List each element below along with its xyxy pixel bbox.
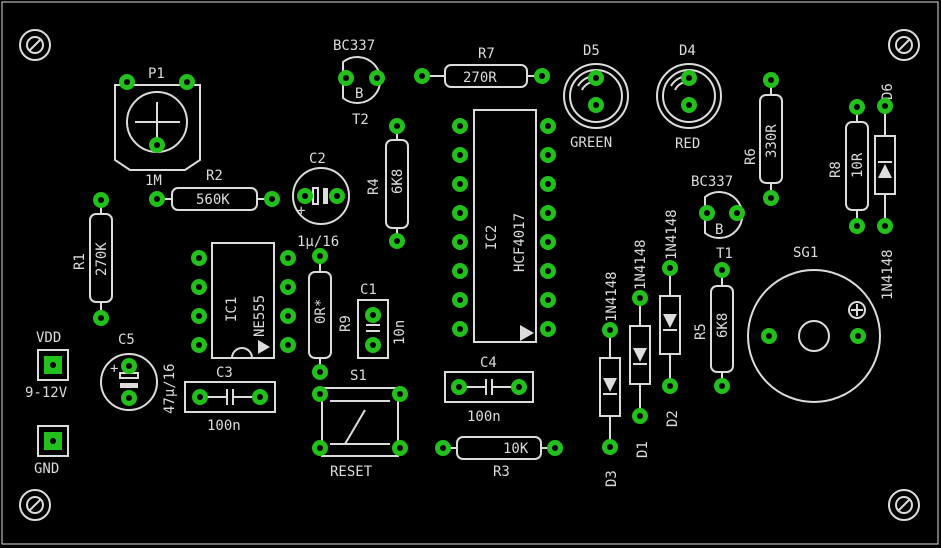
c3-value: 100n: [207, 418, 241, 434]
d4-label: D4: [679, 43, 696, 59]
ic1-label: IC1: [224, 297, 240, 322]
led-d4: D4 RED: [656, 43, 722, 152]
transistor-t2: BC337 B T2: [333, 38, 385, 128]
d4-color: RED: [675, 136, 700, 152]
resistor-r6: 330R R6: [743, 72, 783, 206]
resistor-r3: 10K R3: [435, 436, 563, 480]
s1-label: S1: [350, 368, 367, 384]
diode-d1: 1N4148 D1: [629, 239, 651, 458]
capacitor-c5: C5 + 47µ/16: [100, 332, 178, 414]
c5-plus: +: [110, 361, 118, 377]
d5-color: GREEN: [570, 135, 612, 151]
d1-part: 1N4148: [633, 239, 649, 290]
r1-value: 270K: [94, 242, 110, 276]
resistor-r8: 10R R8: [828, 99, 869, 234]
r1-label: R1: [72, 253, 88, 270]
capacitor-c4: C4 100n: [444, 355, 534, 425]
r4-value: 6K8: [390, 169, 406, 194]
ic2-part: HCF4017: [512, 213, 528, 272]
buzzer-sg1: SG1: [747, 245, 881, 403]
r3-label: R3: [493, 464, 510, 480]
t2-label: T2: [352, 112, 369, 128]
s1-name: RESET: [330, 464, 373, 480]
r9-value: 0R*: [313, 299, 329, 324]
c4-label: C4: [480, 355, 497, 371]
c5-label: C5: [118, 332, 135, 348]
resistor-r5: 6K8 R5: [693, 262, 734, 394]
diode-d3: 1N4148 D3: [599, 271, 621, 487]
r5-label: R5: [693, 323, 709, 340]
switch-s1: S1 RESET: [312, 368, 408, 480]
c2-value: 1µ/16: [297, 234, 339, 250]
diode-d2: 1N4148 D2: [659, 209, 681, 427]
c1-label: C1: [360, 282, 377, 298]
c1-value: 10n: [392, 320, 408, 345]
r8-label: R8: [828, 161, 844, 178]
t2-part: BC337: [333, 38, 375, 54]
capacitor-c3: C3 100n: [184, 365, 276, 434]
d3-label: D3: [604, 470, 620, 487]
d6-label: D6: [880, 83, 896, 100]
resistor-r2: R2 560K: [149, 168, 280, 211]
resistor-r4: 6K8 R4: [366, 118, 409, 249]
gnd-label: GND: [34, 461, 59, 477]
r2-label: R2: [206, 168, 223, 184]
d1-label: D1: [635, 441, 651, 458]
d3-part: 1N4148: [604, 271, 620, 322]
resistor-r1: 270K R1: [72, 192, 113, 326]
mounting-hole-top-right: [888, 29, 920, 61]
diode-d6: D6 1N4148: [874, 83, 896, 300]
mounting-hole-top-left: [19, 29, 51, 61]
ic-ic2: IC2 HCF4017: [452, 109, 556, 343]
r2-value: 560K: [196, 192, 230, 208]
d6-part: 1N4148: [880, 249, 896, 300]
mounting-hole-bottom-left: [19, 489, 51, 521]
d5-label: D5: [583, 43, 600, 59]
capacitor-c2: C2 + 1µ/16: [292, 151, 350, 250]
p1-value: 1M: [145, 173, 162, 189]
vdd-range: 9-12V: [25, 385, 68, 401]
r8-value: 10R: [850, 152, 866, 178]
capacitor-c1: C1 10n: [357, 282, 408, 359]
d2-label: D2: [665, 410, 681, 427]
c3-label: C3: [216, 365, 233, 381]
r6-label: R6: [743, 148, 759, 165]
led-d5: D5 GREEN: [563, 43, 629, 151]
r6-value: 330R: [764, 124, 780, 158]
p1-label: P1: [148, 66, 165, 82]
t1-part: BC337: [691, 174, 733, 190]
c5-value: 47µ/16: [162, 363, 178, 414]
ic2-label: IC2: [484, 225, 500, 250]
transistor-t1: BC337 B T1: [691, 174, 745, 262]
potentiometer-p1: P1 1M: [114, 66, 201, 189]
mounting-hole-bottom-right: [888, 489, 920, 521]
r4-label: R4: [366, 178, 382, 195]
c2-plus: +: [297, 203, 305, 219]
sg1-label: SG1: [793, 245, 818, 261]
t1-base: B: [715, 222, 723, 238]
r9-label: R9: [338, 315, 354, 332]
c2-label: C2: [309, 151, 326, 167]
r5-value: 6K8: [715, 313, 731, 338]
t2-base: B: [355, 86, 363, 102]
resistor-r7: R7 270R: [414, 46, 550, 88]
ic-ic1: IC1 NE555: [191, 242, 296, 359]
vdd-label: VDD: [36, 330, 61, 346]
d2-part: 1N4148: [664, 209, 680, 260]
r7-value: 270R: [463, 70, 497, 86]
r7-label: R7: [478, 46, 495, 62]
ic1-part: NE555: [252, 295, 268, 337]
resistor-r9: 0R* R9: [308, 248, 354, 380]
c4-value: 100n: [467, 409, 501, 425]
connector-gnd: GND: [34, 425, 69, 477]
t1-label: T1: [716, 246, 733, 262]
r3-value: 10K: [503, 441, 529, 457]
connector-vdd: VDD 9-12V: [25, 330, 69, 401]
